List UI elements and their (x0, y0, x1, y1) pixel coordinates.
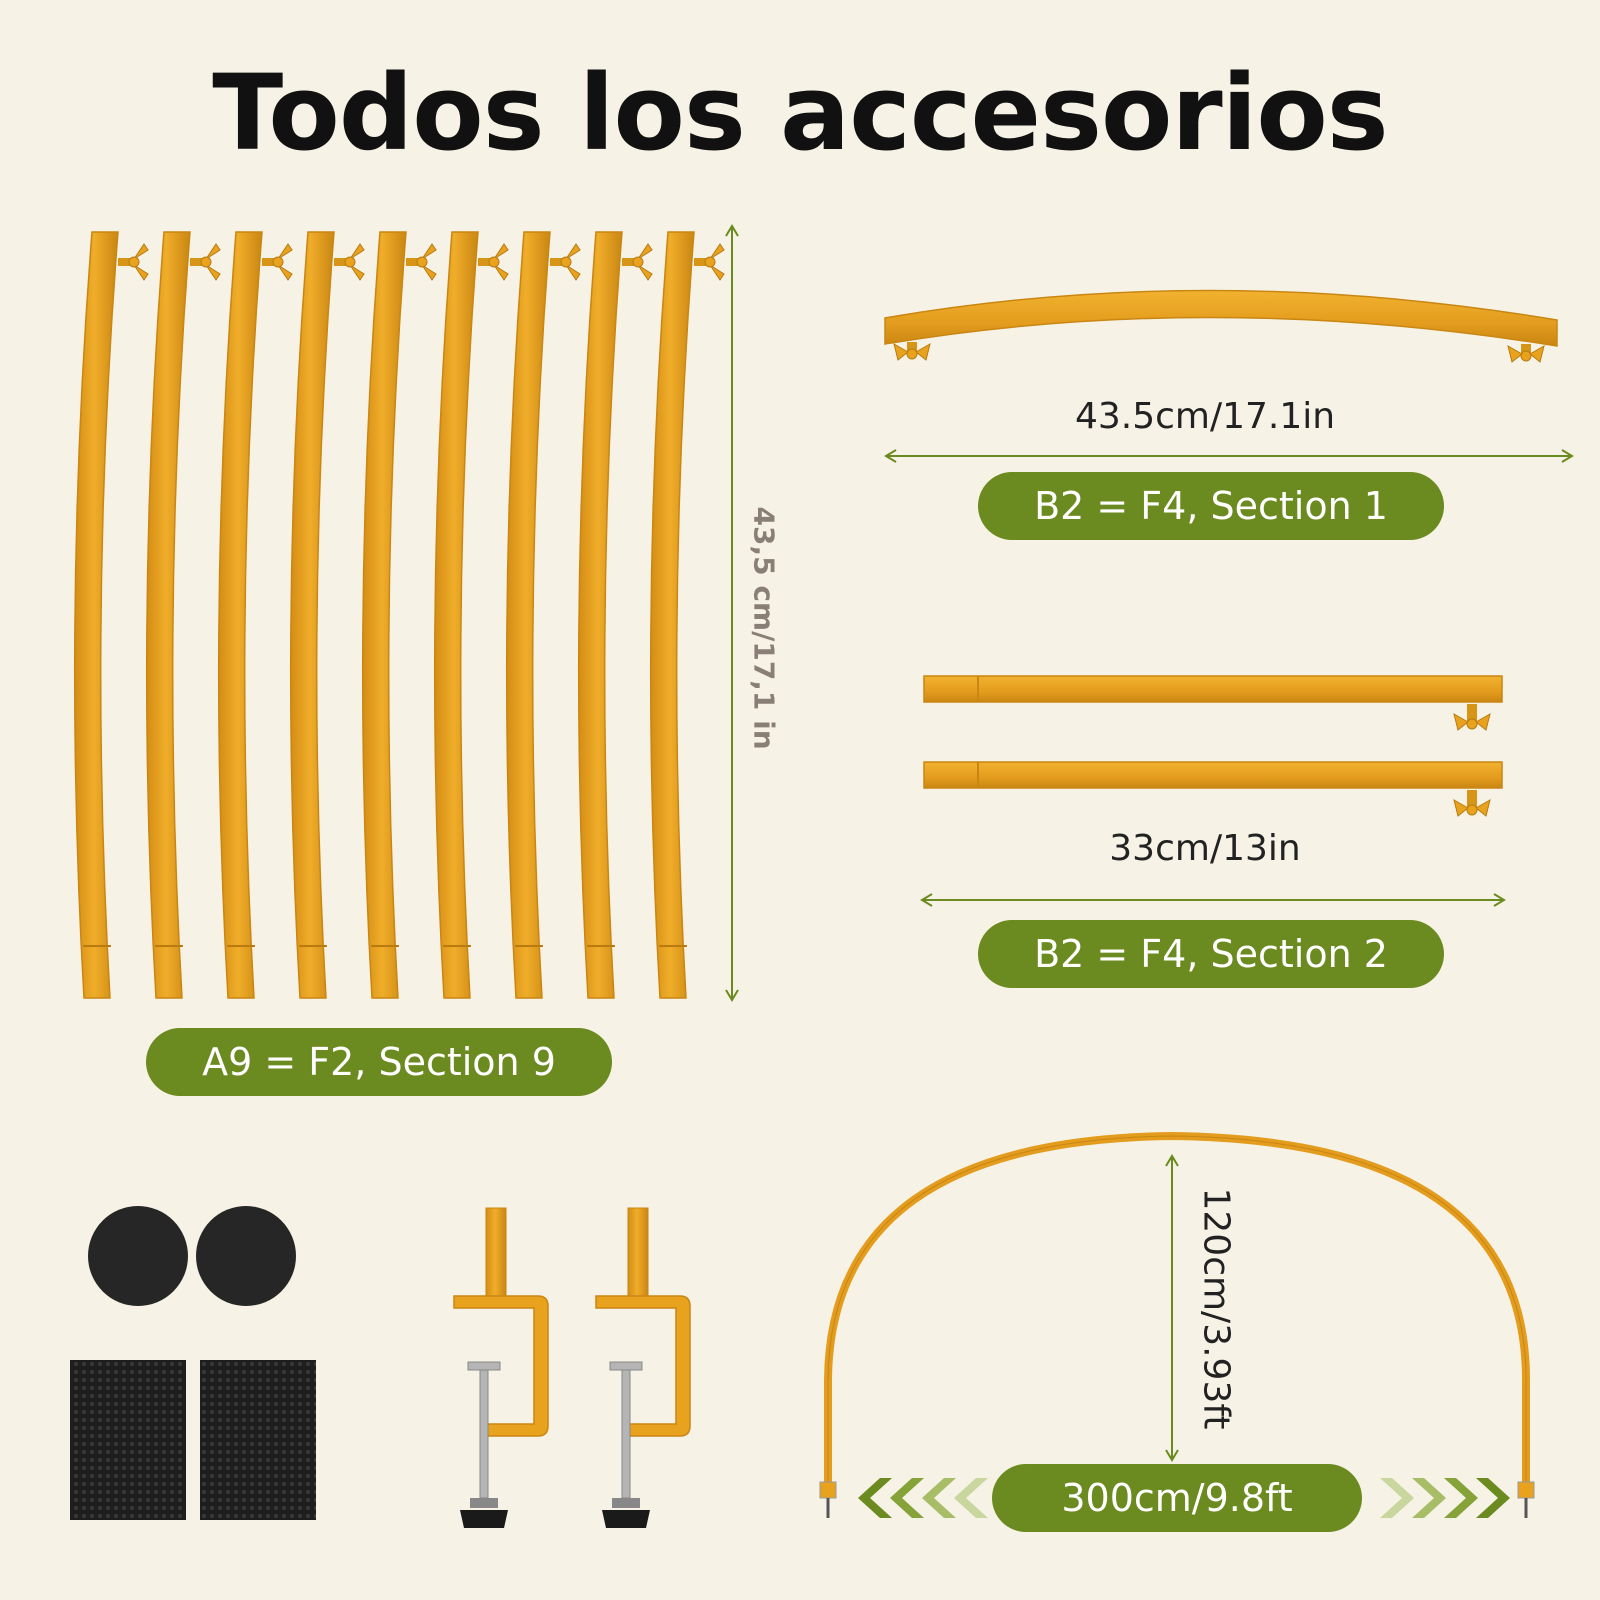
square-pad-icon (200, 1360, 316, 1520)
page-title: Todos los accesorios (212, 52, 1388, 174)
wing-nut-icon (406, 243, 437, 281)
b2-section2-bars (923, 675, 1503, 817)
wing-nut-icon (622, 243, 653, 281)
wing-nut-icon (694, 243, 725, 281)
wing-nut-icon (550, 243, 581, 281)
wing-nut-icon (1453, 704, 1491, 731)
clamp-icon (453, 1207, 549, 1528)
a9-tubes (73, 231, 725, 999)
a9-tube (577, 231, 653, 999)
a9-label: A9 = F2, Section 9 (146, 1028, 612, 1096)
a9-tube (361, 231, 437, 999)
arch-height-label: 120cm/3.93ft (1195, 1187, 1237, 1430)
wing-nut-icon (478, 243, 509, 281)
b2-section1-bar (884, 289, 1558, 363)
a9-tube (433, 231, 509, 999)
b2-section1-length-label: 43.5cm/17.1in (1074, 396, 1336, 437)
wing-nut-icon (334, 243, 365, 281)
a9-length-label: 43,5 cm/17,1 in (747, 506, 781, 750)
round-pad-icon (88, 1206, 188, 1306)
a9-tube (73, 231, 149, 999)
b2-section1-label: B2 = F4, Section 1 (978, 472, 1444, 540)
clamp-icon (595, 1207, 691, 1528)
wing-nut-icon (190, 243, 221, 281)
wing-nut-icon (1507, 344, 1545, 363)
square-pad-icon (70, 1360, 186, 1520)
a9-tube (289, 231, 365, 999)
wing-nut-icon (1453, 790, 1491, 817)
b2-section2-length-label: 33cm/13in (1109, 828, 1301, 869)
a9-tube (217, 231, 293, 999)
arch-width-label: 300cm/9.8ft (992, 1464, 1362, 1532)
wing-nut-icon (262, 243, 293, 281)
a9-tube (649, 231, 725, 999)
a9-tube (505, 231, 581, 999)
chevron-left-icon (858, 1478, 988, 1518)
round-pad-icon (196, 1206, 296, 1306)
wing-nut-icon (893, 342, 931, 361)
a9-tube (145, 231, 221, 999)
wing-nut-icon (118, 243, 149, 281)
chevron-right-icon (1380, 1478, 1510, 1518)
b2-section2-label: B2 = F4, Section 2 (978, 920, 1444, 988)
assembled-arch (819, 1131, 1535, 1518)
